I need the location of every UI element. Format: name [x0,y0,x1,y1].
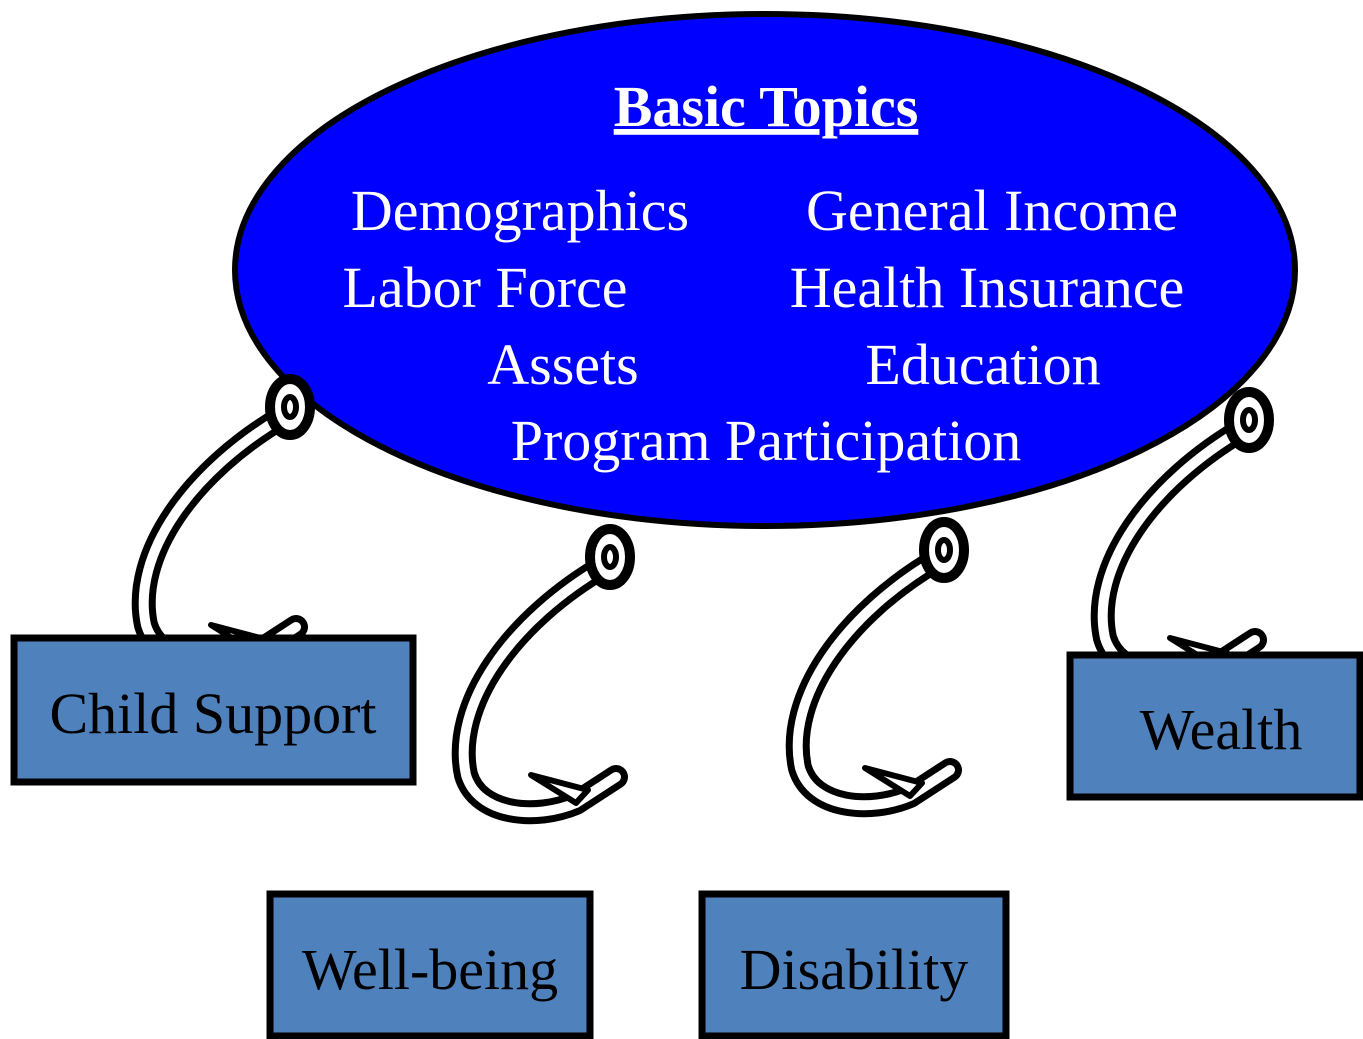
fish-hook-icon [144,379,310,662]
fish-hook-icon [798,522,964,805]
module-box-wealth: Wealth [1066,651,1363,801]
module-box-well-being: Well-being [266,890,594,1039]
topic-labor-force: Labor Force [342,255,627,320]
topic-health-insurance: Health Insurance [790,255,1185,320]
module-label-disability: Disability [740,937,969,1002]
topic-assets: Assets [487,332,638,397]
module-box-disability: Disability [698,890,1010,1039]
topic-program-participation: Program Participation [511,408,1022,473]
basic-topics-ellipse [232,11,1298,529]
module-box-child-support: Child Support [10,634,417,786]
topic-education: Education [865,332,1100,397]
core-title: Basic Topics [614,74,919,139]
topic-general-income: General Income [806,178,1178,243]
module-label-child-support: Child Support [49,681,376,746]
module-label-wealth: Wealth [1140,697,1303,762]
fish-hook-icon [464,529,630,812]
topic-demographics: Demographics [351,178,689,243]
module-label-well-being: Well-being [302,937,558,1002]
